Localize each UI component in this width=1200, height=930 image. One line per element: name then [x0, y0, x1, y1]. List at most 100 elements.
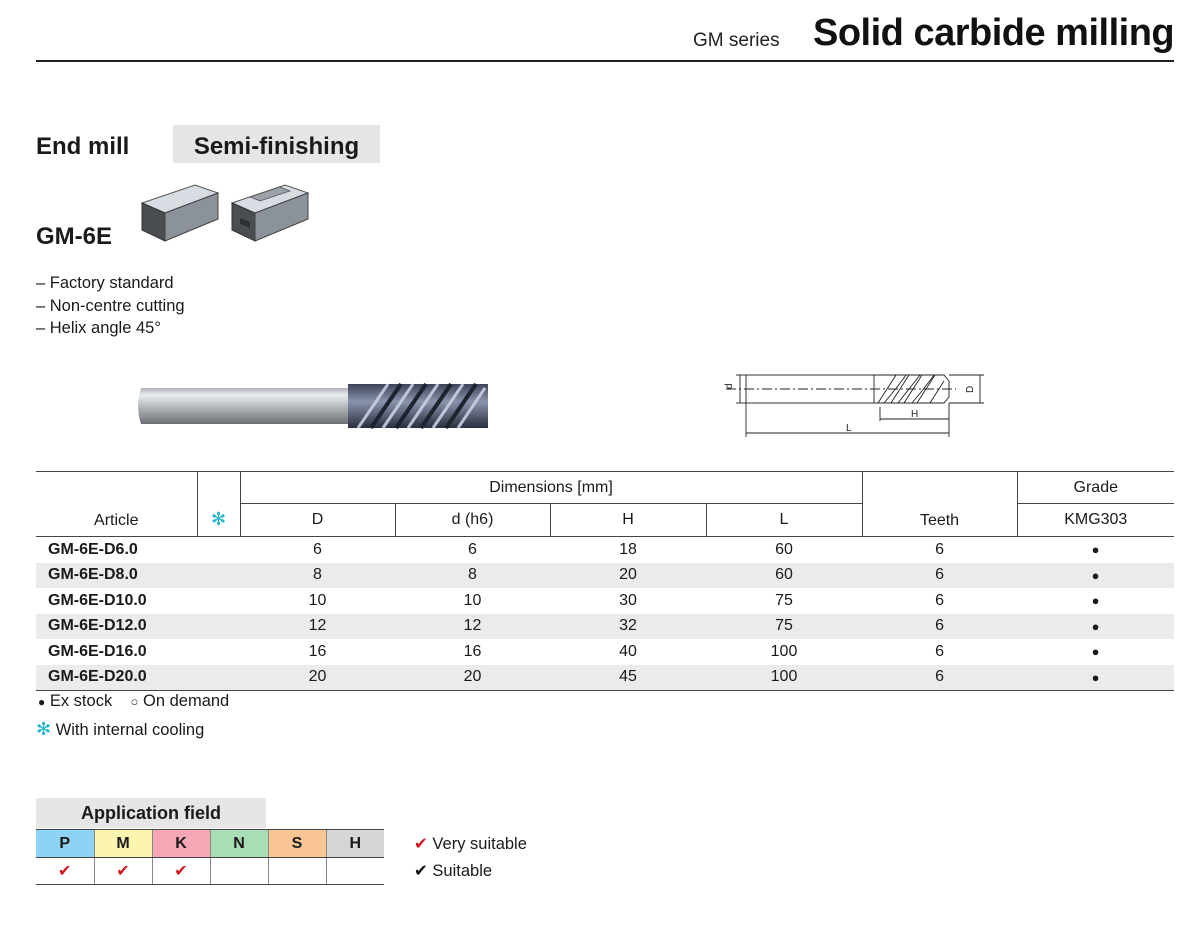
- cell-article: GM-6E-D16.0: [48, 642, 147, 660]
- cell-H: 30: [619, 591, 637, 609]
- cell-H: 40: [619, 642, 637, 660]
- cell-article: GM-6E-D12.0: [36, 613, 197, 639]
- cell-D: 16: [308, 642, 327, 660]
- table-row: GM-6E-D12.0 12 12 32 75 6 ●: [36, 613, 1175, 639]
- col-header-article: Article: [36, 471, 197, 537]
- very-suitable-legend: ✔ Very suitable: [414, 834, 527, 854]
- machining-operation-icons: [140, 184, 310, 242]
- drawing-label-H: H: [911, 409, 918, 420]
- material-H: H: [325, 829, 384, 858]
- cell-d: 16: [463, 642, 482, 660]
- table-row: GM-6E-D8.0 8 8 20 60 6 ●: [36, 562, 1175, 588]
- black-check-icon: ✔: [414, 862, 428, 880]
- cell-teeth: 6: [862, 562, 1018, 588]
- operation-badge: Semi-finishing: [193, 133, 360, 160]
- drawing-label-L: L: [846, 423, 852, 434]
- col-header-d: d (h6): [394, 503, 550, 537]
- col-header-D: D: [239, 503, 395, 537]
- check-icon: ✔: [151, 857, 210, 885]
- red-check-icon: ✔: [414, 835, 428, 853]
- col-header-L: L: [705, 503, 863, 537]
- cell-teeth: 6: [862, 664, 1018, 691]
- dimension-drawing: d D H L: [724, 374, 984, 437]
- feature-item: – Non-centre cutting: [36, 296, 185, 315]
- cell-L: 60: [706, 562, 863, 588]
- very-suitable-label: Very suitable: [432, 835, 527, 853]
- cell-D: 12: [240, 613, 395, 639]
- cell-grade-stock: ●: [1017, 613, 1175, 639]
- cell-teeth: 6: [935, 540, 944, 558]
- operation-badge-bg: [173, 125, 380, 163]
- material-S: S: [267, 829, 326, 858]
- suitable-label: Suitable: [432, 862, 493, 880]
- series-label: GM series: [693, 30, 780, 51]
- suitable-legend: ✔ Suitable: [414, 861, 492, 881]
- header-divider: [36, 60, 1174, 62]
- col-header-grade: Grade: [1016, 471, 1175, 504]
- col-header-teeth: Teeth: [861, 471, 1018, 537]
- cell-L: 75: [775, 591, 793, 609]
- cell-L: 60: [775, 540, 793, 558]
- cell-D: 10: [308, 591, 327, 609]
- cell-d: 8: [395, 562, 550, 588]
- check-icon: ✔: [36, 857, 94, 885]
- cell-L: 75: [706, 613, 863, 639]
- cell-L: 100: [770, 642, 798, 660]
- cell-article: GM-6E-D10.0: [48, 591, 147, 609]
- cooling-label: With internal cooling: [55, 721, 205, 739]
- cell-grade-stock: ●: [1091, 644, 1100, 660]
- empty-cell: [267, 857, 326, 885]
- cell-d: 20: [395, 664, 550, 691]
- cell-article: GM-6E-D20.0: [36, 664, 197, 691]
- cell-D: 20: [240, 664, 395, 691]
- end-mill-photo: [138, 382, 488, 430]
- application-title: Application field: [80, 803, 221, 823]
- material-K: K: [151, 829, 210, 858]
- drawing-label-d: d: [724, 383, 735, 389]
- spec-table: Article ✻ Dimensions [mm] Teeth Grade D …: [36, 471, 1175, 691]
- cell-d: 6: [468, 540, 477, 558]
- feature-list: – Factory standard – Non-centre cutting …: [36, 272, 185, 340]
- check-icon: ✔: [93, 857, 152, 885]
- col-header-dimensions: Dimensions [mm]: [239, 471, 863, 504]
- col-header-H: H: [549, 503, 706, 537]
- col-header-grade-kmg303: KMG303: [1016, 503, 1175, 537]
- table-row: GM-6E-D6.0 6 6 18 60 6 ●: [36, 537, 1174, 563]
- feature-item: – Helix angle 45°: [36, 319, 161, 337]
- cell-H: 20: [550, 562, 706, 588]
- face-milling-block-icon: [140, 184, 220, 242]
- table-row: GM-6E-D20.0 20 20 45 100 6 ●: [36, 664, 1175, 691]
- empty-cell: [325, 857, 384, 885]
- ex-stock-label: Ex stock: [49, 692, 113, 710]
- application-title-bg: [36, 798, 266, 828]
- cell-L: 100: [706, 664, 863, 691]
- internal-cooling-icon: ✻: [210, 509, 227, 529]
- material-P: P: [36, 829, 94, 858]
- slot-milling-block-icon: [230, 184, 310, 242]
- product-category: End mill: [36, 133, 130, 160]
- material-N: N: [209, 829, 268, 858]
- cell-teeth: 6: [935, 591, 944, 609]
- cell-d: 12: [395, 613, 550, 639]
- page-title: Solid carbide milling: [813, 12, 1175, 54]
- cell-article: GM-6E-D6.0: [48, 540, 138, 558]
- cell-D: 8: [240, 562, 395, 588]
- product-name: GM-6E: [36, 223, 113, 250]
- cell-teeth: 6: [862, 613, 1018, 639]
- feature-item: – Factory standard: [36, 274, 174, 292]
- table-row: GM-6E-D16.0 16 16 40 100 6 ●: [36, 639, 1174, 665]
- internal-cooling-icon: ✻: [36, 719, 52, 739]
- application-table: P M K N S H ✔ ✔ ✔: [36, 829, 384, 885]
- cell-H: 32: [550, 613, 706, 639]
- cell-grade-stock: ●: [1091, 542, 1100, 558]
- cell-article: GM-6E-D8.0: [36, 562, 197, 588]
- cooling-legend: ✻ With internal cooling: [36, 719, 204, 740]
- cell-grade-stock: ●: [1017, 664, 1175, 691]
- cell-H: 18: [619, 540, 637, 558]
- cell-D: 6: [313, 540, 322, 558]
- cell-teeth: 6: [935, 642, 944, 660]
- filled-dot-icon: ●: [38, 695, 46, 709]
- drawing-label-D: D: [965, 386, 976, 393]
- hollow-dot-icon: ○: [130, 694, 139, 709]
- cell-d: 10: [463, 591, 482, 609]
